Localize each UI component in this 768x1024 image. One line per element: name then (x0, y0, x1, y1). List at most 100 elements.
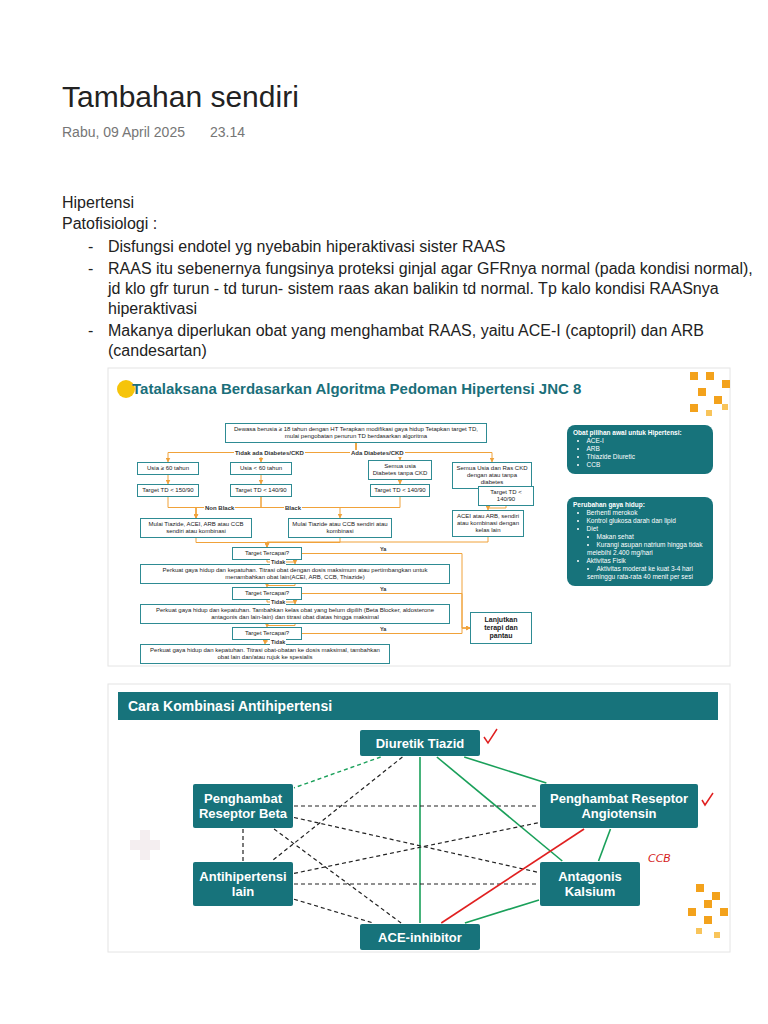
slide-frame (108, 368, 730, 666)
drug-box: Penghambat Reseptor Angiotensin (540, 784, 698, 828)
bullet-mark: - (88, 321, 93, 341)
connector (168, 443, 356, 462)
connector (196, 538, 267, 547)
pixel-decoration (690, 372, 730, 416)
list-item: Makan sehat (587, 533, 707, 541)
group-box: Semua usia Diabetes tanpa CKD (368, 460, 432, 480)
box-text: Target TD < 140/90 (482, 489, 530, 503)
list-item: ARB (577, 445, 707, 453)
list-item: Kurangi asupan natrium hingga tidak mele… (587, 541, 707, 557)
bullet-text: Makanya diperlukan obat yang menghambat … (108, 321, 758, 361)
end-box: Lanjutkan terapi dan pantau (470, 612, 532, 644)
box-text: Target Tercapai? (236, 630, 298, 637)
check-mark (484, 729, 497, 743)
bullet-mark: - (88, 259, 93, 279)
box-text: Cara Kombinasi Antihipertensi (128, 698, 708, 714)
edge-label: Ya (379, 626, 387, 632)
group-box: Semua Usia dan Ras CKD dengan atau tanpa… (452, 462, 532, 489)
target-box: Target TD < 150/90 (137, 484, 199, 497)
list-item: Aktivitas moderat ke kuat 3-4 hari semin… (587, 565, 707, 581)
plus-decoration (130, 830, 160, 860)
list-item: Diet (577, 525, 707, 533)
drug-box: ACE-inhibitor (360, 924, 480, 950)
connector (294, 823, 539, 874)
step-box: Perkuat gaya hidup dan kepatuhan. Titras… (140, 644, 390, 664)
box-text: Mulai Tiazide, ACEI, ARB atau CCB sendir… (144, 521, 248, 535)
decision-box: Target Tercapai? (232, 547, 302, 560)
therapy-box: Mulai Tiazide, ACEI, ARB atau CCB sendir… (140, 518, 252, 538)
box-text: Semua usia Diabetes tanpa CKD (372, 463, 428, 477)
box-text: Antagonis Kalsium (545, 869, 635, 899)
therapy-box: Mulai Tiazide atau CCB sendiri atau komb… (288, 518, 392, 538)
page-title: Tambahan sendiri (62, 80, 299, 114)
connector (599, 829, 611, 861)
target-box: Target TD < 140/90 (230, 484, 292, 497)
connector (196, 497, 400, 518)
decision-box: Target Tercapai? (232, 587, 302, 600)
box-text: Perkuat gaya hidup dan kepatuhan. Titras… (144, 647, 386, 661)
box-text: Dewasa berusia ≥ 18 tahun dengan HT Tera… (229, 426, 483, 440)
date-label: Rabu, 09 April 2025 (62, 124, 185, 140)
edge-label: Tidak (270, 599, 286, 605)
check-mark (702, 793, 713, 805)
box-text: Penghambat Reseptor Angiotensin (545, 791, 693, 821)
edge-label: Tidak (270, 639, 286, 645)
box-text: Target TD < 150/90 (141, 487, 195, 494)
box-text: ACEI atau ARB, sendiri atau kombinasi de… (456, 513, 520, 534)
connector (294, 757, 381, 788)
bullet-mark: - (88, 237, 93, 257)
edge-label: Ya (379, 546, 387, 552)
connector (267, 537, 488, 547)
drug-box: Antihipertensi lain (193, 862, 293, 906)
box-text: Perkuat gaya hidup dan kepatuhan. Tambah… (144, 607, 446, 621)
connector (294, 805, 539, 806)
drug-box: Diuretik Tiazid (360, 730, 480, 756)
box-text: Semua Usia dan Ras CKD dengan atau tanpa… (456, 465, 528, 486)
box-text: Usia < 60 tahun (234, 465, 288, 472)
connector (294, 817, 539, 872)
connector (242, 829, 243, 861)
box-text: Perkuat gaya hidup dan kepatuhan. Titras… (144, 567, 446, 581)
list-item: Thiazide Diuretic (577, 453, 707, 461)
subheading: Patofisiologi : (62, 214, 157, 234)
branch-label: Non Black (204, 505, 235, 512)
connector (465, 900, 539, 923)
time-label: 23.14 (210, 124, 245, 140)
box-text: Penghambat Reseptor Beta (198, 791, 288, 821)
connector (274, 829, 401, 923)
connector (261, 475, 262, 484)
box-text: Target Tercapai? (236, 590, 298, 597)
edge-label: Tidak (270, 559, 286, 565)
pixel-decoration (688, 884, 728, 938)
box-text: Target TD < 140/90 (234, 487, 288, 494)
box-text: Perubahan gaya hidup: (573, 501, 707, 509)
list-item: Kontrol glukosa darah dan lipid (577, 517, 707, 525)
bullet-text: Disfungsi endotel yg nyebabin hiperaktiv… (108, 237, 758, 257)
step-box: Perkuat gaya hidup dan kepatuhan. Tambah… (140, 604, 450, 624)
edge-label: Ya (379, 586, 387, 592)
decision-box: Target Tercapai? (232, 627, 302, 640)
branch-label: Ada Diabetes/CKD (350, 450, 405, 457)
list-item: Berhenti merokok (577, 509, 707, 517)
box-text: Target Tercapai? (236, 550, 298, 557)
age-box: Usia < 60 tahun (230, 462, 292, 475)
drug-box: Antagonis Kalsium (540, 862, 640, 906)
heading: Hipertensi (62, 193, 134, 213)
list-item: Aktivitas Fisik (577, 557, 707, 565)
drug-box: Penghambat Reseptor Beta (193, 784, 293, 828)
list-item: CCB (577, 461, 707, 469)
lifestyle-panel: Perubahan gaya hidup:Berhenti merokokKon… (567, 497, 713, 586)
connector (294, 899, 373, 923)
start-box: Dewasa berusia ≥ 18 tahun dengan HT Tera… (225, 423, 487, 443)
box-text: Obat pilihan awal untuk Hipertensi: (573, 429, 707, 437)
therapy-box: ACEI atau ARB, sendiri atau kombinasi de… (452, 510, 524, 537)
branch-label: Black (284, 505, 302, 512)
header-band: Cara Kombinasi Antihipertensi (118, 692, 718, 720)
box-text: Mulai Tiazide atau CCB sendiri atau komb… (292, 521, 388, 535)
connector (464, 757, 546, 783)
target-box: Target TD < 140/90 (478, 486, 534, 506)
branch-label: Tidak ada Diabetes/CKD (234, 450, 305, 457)
connector (168, 497, 196, 518)
target-box: Target TD < 140/90 (370, 484, 430, 497)
